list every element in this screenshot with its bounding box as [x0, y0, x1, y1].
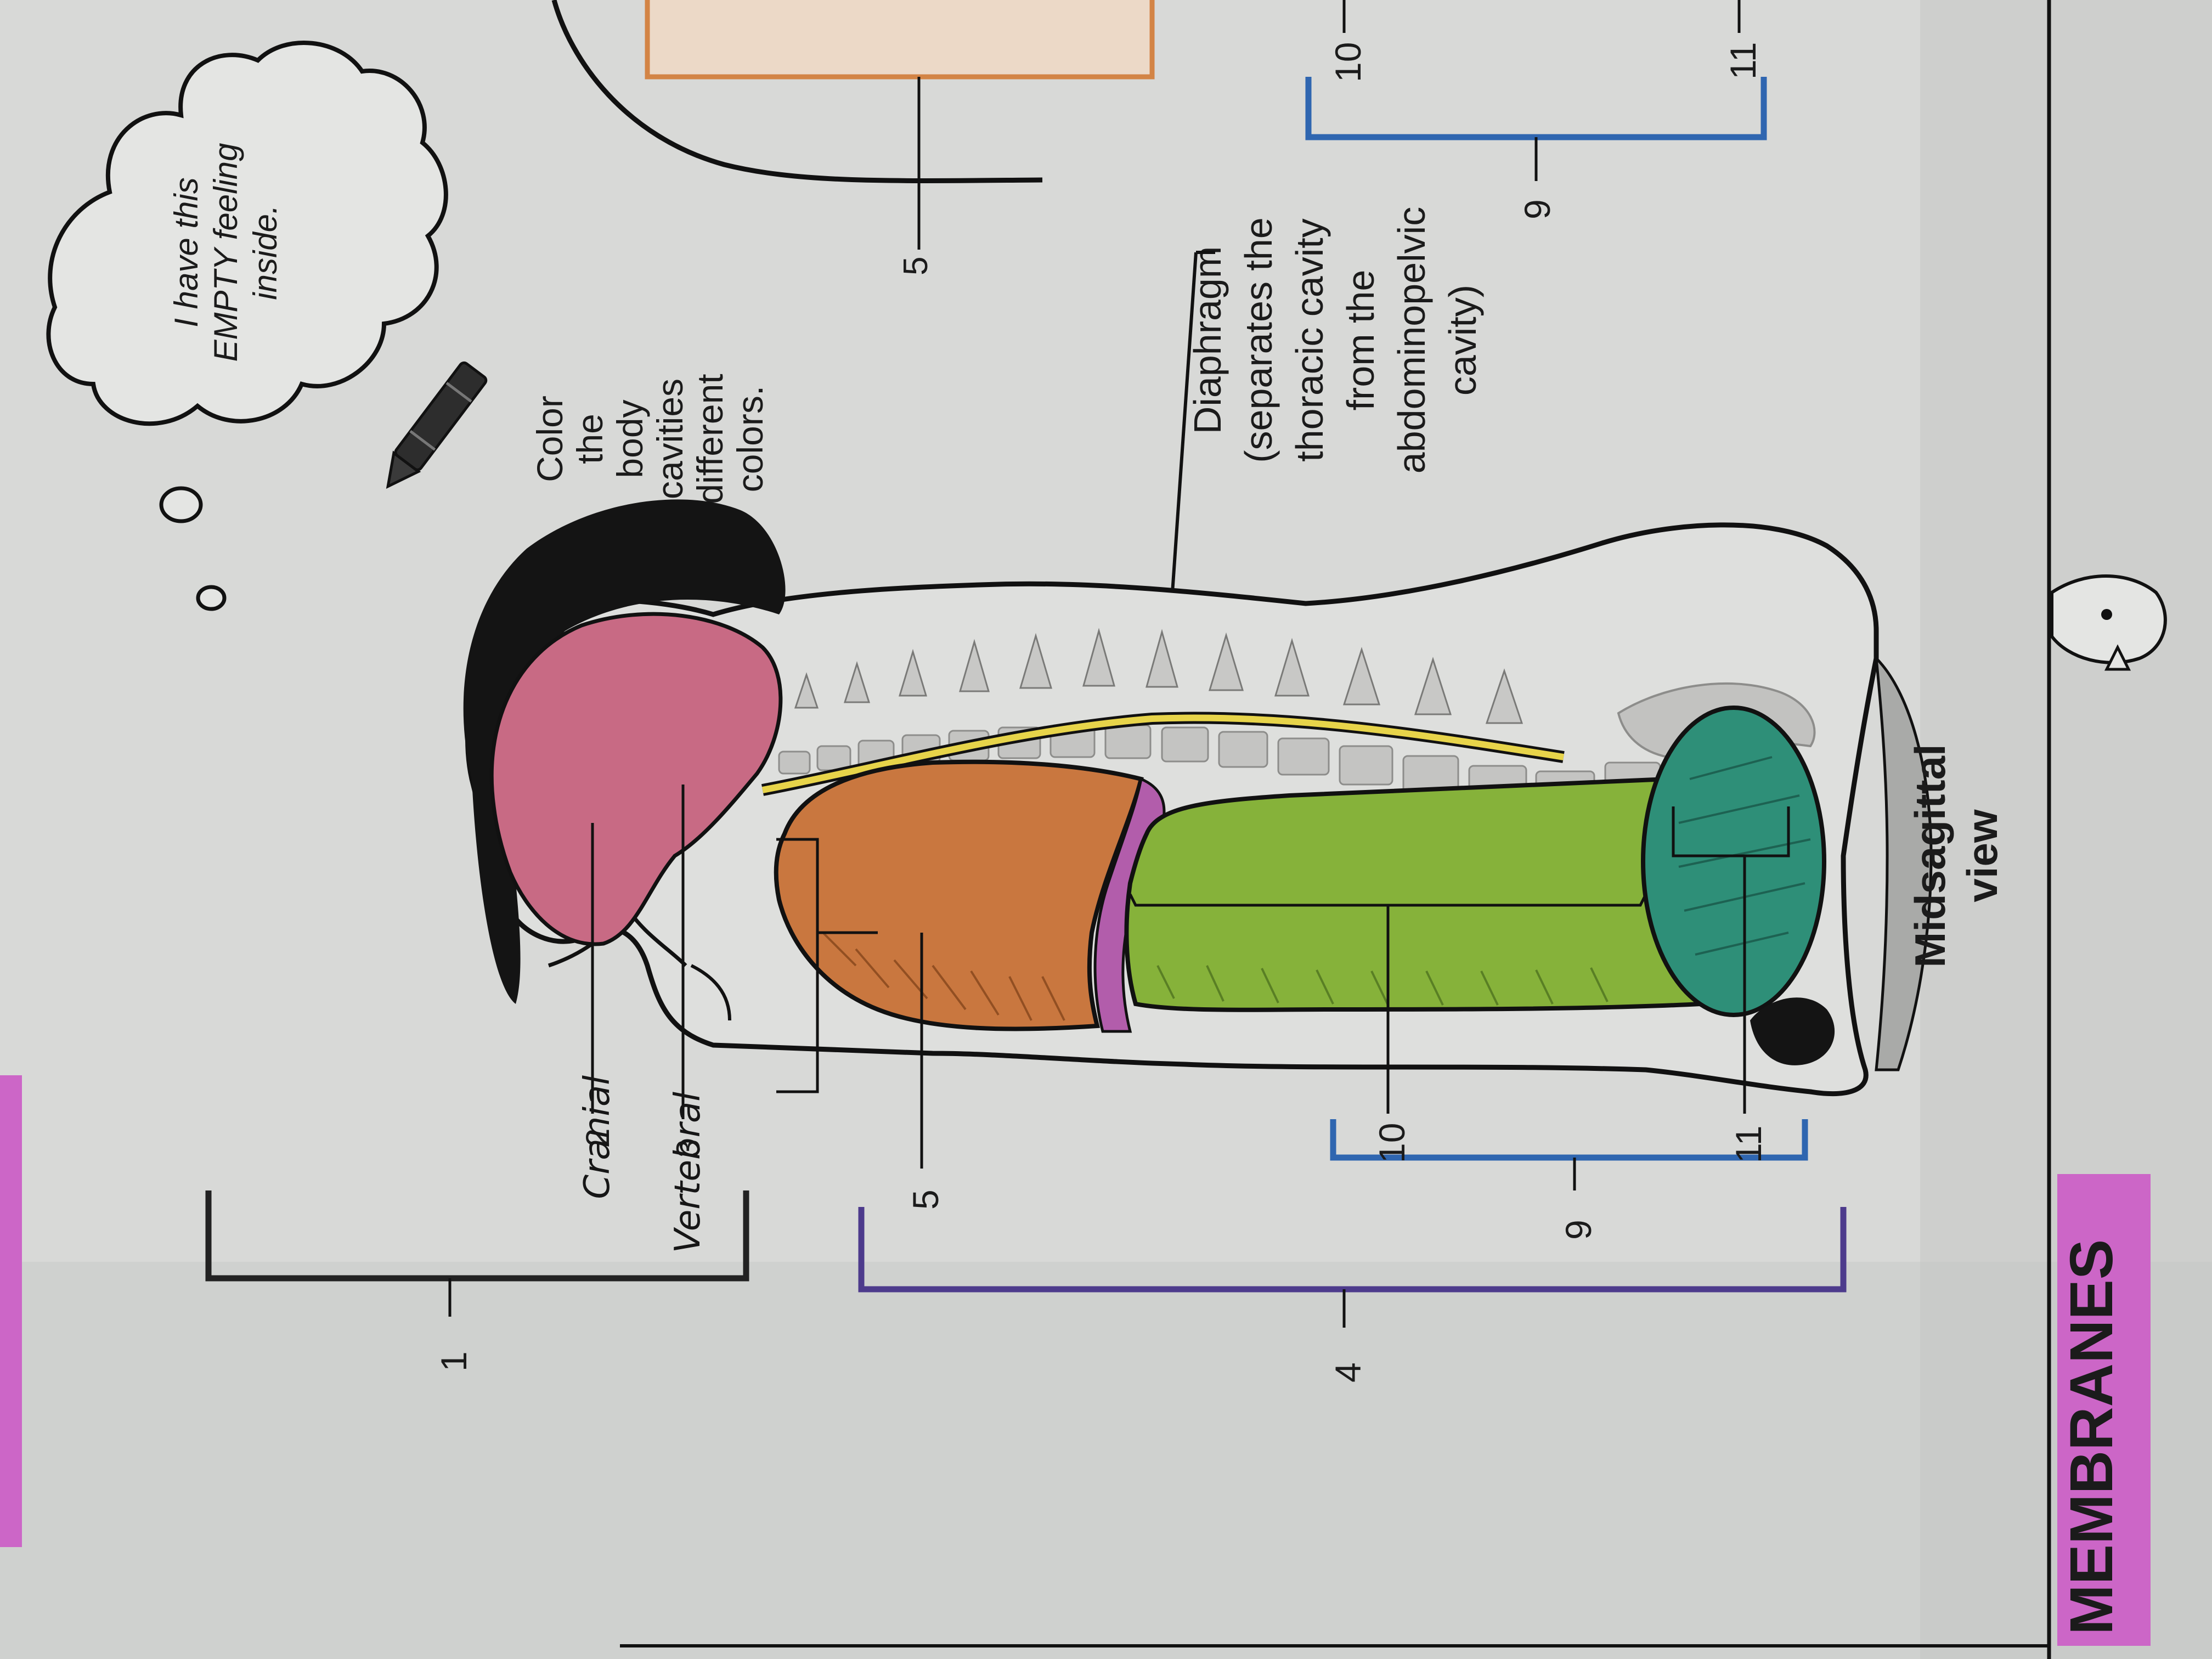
hair [463, 499, 786, 1004]
thoracic-inner-bracket [776, 838, 819, 1093]
thought-line-2: EMPTY feeling [207, 143, 244, 362]
thought-bubble [46, 40, 448, 426]
page-paper-lower-shade [0, 1262, 2212, 1659]
caption-view: view [1958, 809, 2006, 902]
label-1: 1 [433, 1351, 474, 1372]
label-5: 5 [905, 1189, 946, 1210]
instruction-line-4: cavities [650, 379, 690, 499]
label-11: 11 [1728, 1125, 1769, 1163]
thoracic-rib-hatching [822, 932, 1065, 1021]
label-4: 4 [1328, 1362, 1368, 1383]
diaphragm-line-2: (separates the [1237, 217, 1280, 462]
caption-midsagittal: Midsagittal [1906, 744, 1954, 967]
diaphragm-title: Diaphragm [1186, 246, 1229, 434]
diaphragm-line-5: abdominopelvic [1390, 207, 1433, 473]
dorsal-cavity-bracket [205, 1190, 749, 1282]
pubic-hair [1750, 997, 1835, 1065]
spinous-processes [794, 628, 1523, 724]
section-heading-membranes: MEMBRANES [2058, 1239, 2125, 1635]
spinal-cord-fill [761, 714, 1564, 793]
pelvic-cavity [1641, 706, 1826, 1017]
diaphragm-line-4: from the [1339, 270, 1382, 411]
thought-bubble-dot-small [196, 585, 227, 611]
instruction-line-2: the [569, 414, 610, 464]
thought-bubble-dot-large [159, 486, 203, 523]
thought-line-1: I have this [168, 177, 205, 328]
margin-color-strip [0, 1075, 22, 1547]
instruction-line-1: Color [529, 396, 570, 482]
label-3: 3 [670, 1139, 707, 1158]
abdominal-hatching [1156, 965, 1609, 1006]
instruction-line-3: body [610, 399, 650, 478]
instruction-line-6: colors. [730, 386, 770, 492]
inset-label-10: 10 [1328, 42, 1368, 82]
label-10: 10 [1372, 1123, 1412, 1163]
legs [1874, 654, 1933, 1071]
handwritten-cranial: Cranial [577, 1075, 618, 1199]
inset-organ-box [645, 0, 1155, 80]
label-9: 9 [1558, 1220, 1599, 1240]
abdominopelvic-cavity-bracket [1330, 1119, 1808, 1161]
instruction-line-5: different [690, 374, 730, 504]
abdominal-cavity [1124, 776, 1706, 1012]
handwritten-vertebral: Vertebral [668, 1092, 708, 1253]
label-2: 2 [579, 1128, 616, 1147]
inset-label-11: 11 [1723, 42, 1763, 80]
diaphragm-line-3: thoracic cavity [1288, 218, 1331, 461]
heading-highlight [2057, 1174, 2151, 1646]
inset-label-5: 5 [897, 257, 935, 275]
inset-label-9: 9 [1517, 199, 1558, 219]
cartoon-character-icon [2050, 574, 2167, 671]
thought-line-3: inside. [247, 205, 284, 300]
diaphragm-line-6: cavity) [1441, 285, 1484, 396]
mouth-profile [690, 964, 731, 1021]
inset-body-outline [551, 0, 1043, 183]
pelvic-inner-bracket [1672, 806, 1790, 857]
crayon-icon [386, 361, 488, 489]
cranial-cavity [489, 612, 783, 946]
ventral-cavity-bracket [858, 1207, 1847, 1293]
